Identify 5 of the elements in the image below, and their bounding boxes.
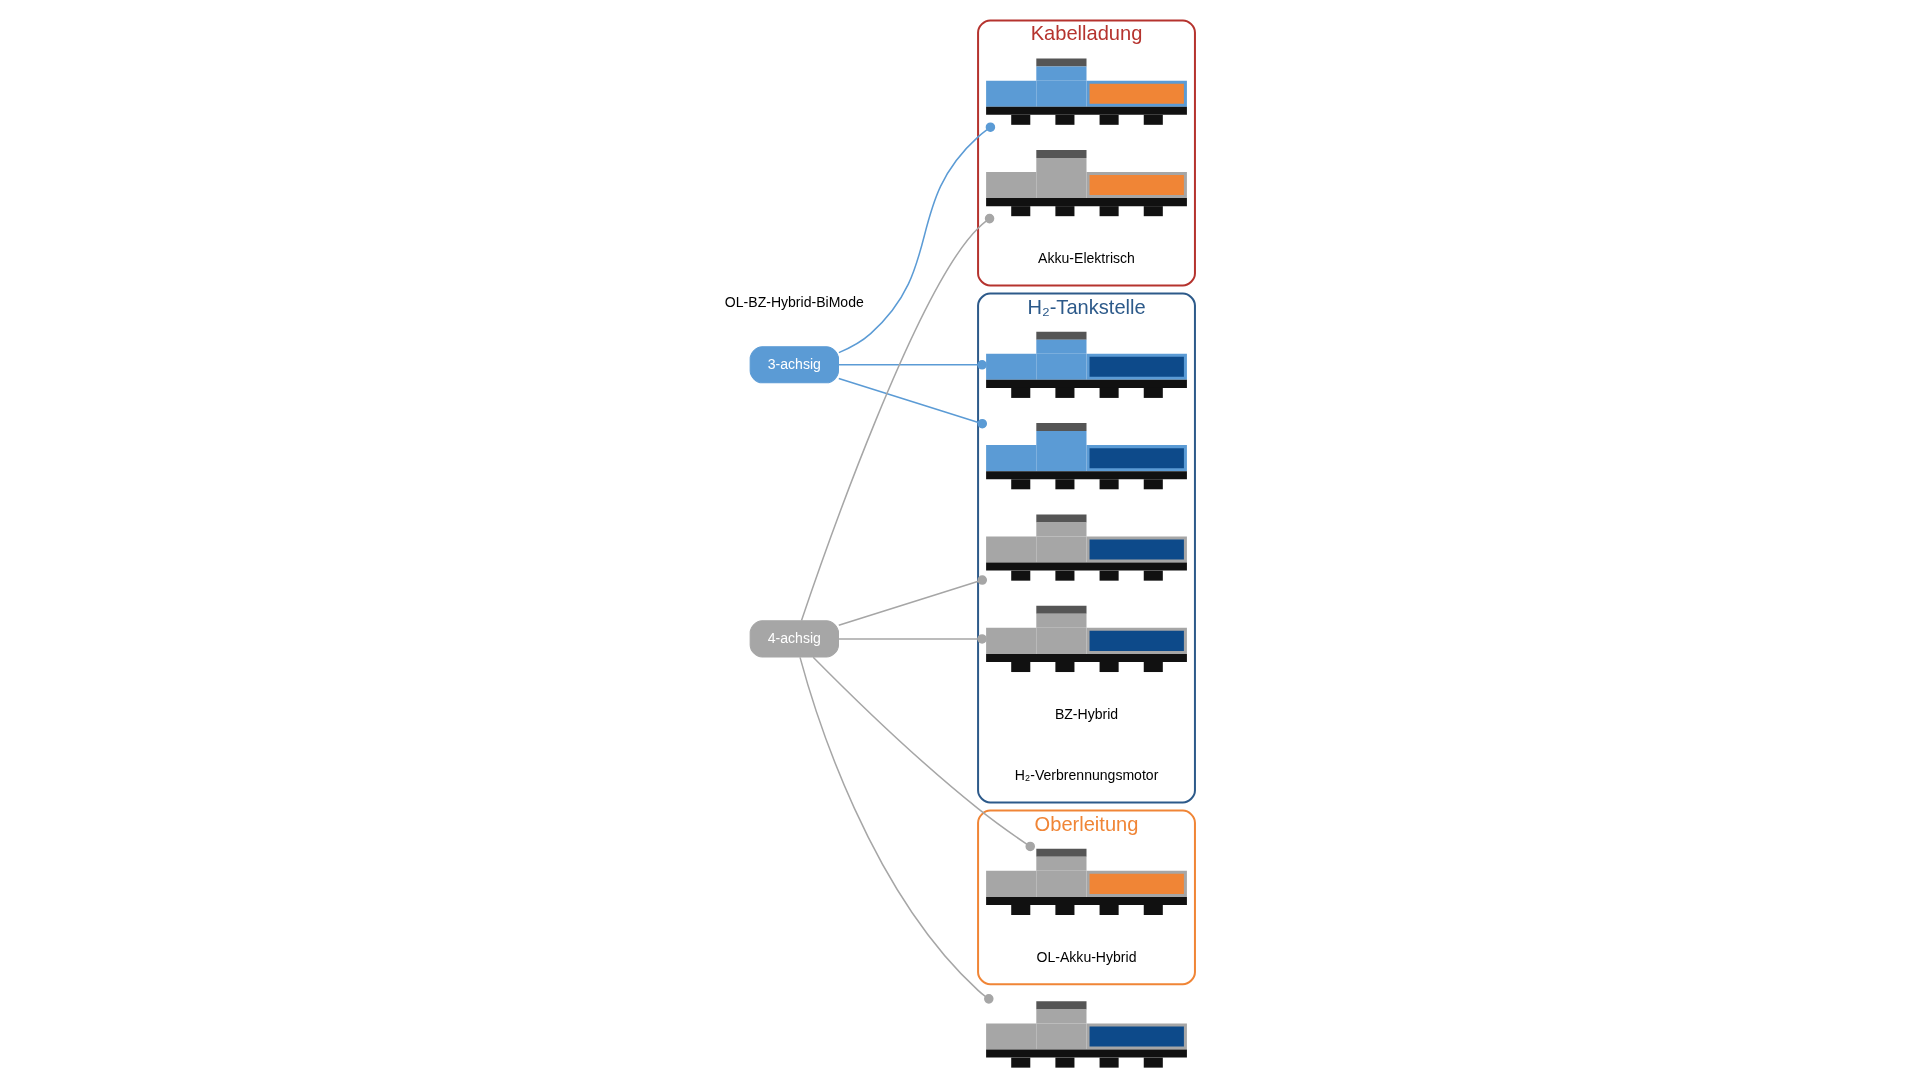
label: Akku-Elektrisch (1037, 250, 1135, 267)
label: OL-Akku-Hybrid (1036, 948, 1136, 965)
label: BZ-Hybrid (1054, 705, 1118, 722)
label: OL-BZ-Hybrid-BiMode (724, 294, 864, 311)
label: H₂-Verbrennungsmotor (1014, 767, 1158, 784)
